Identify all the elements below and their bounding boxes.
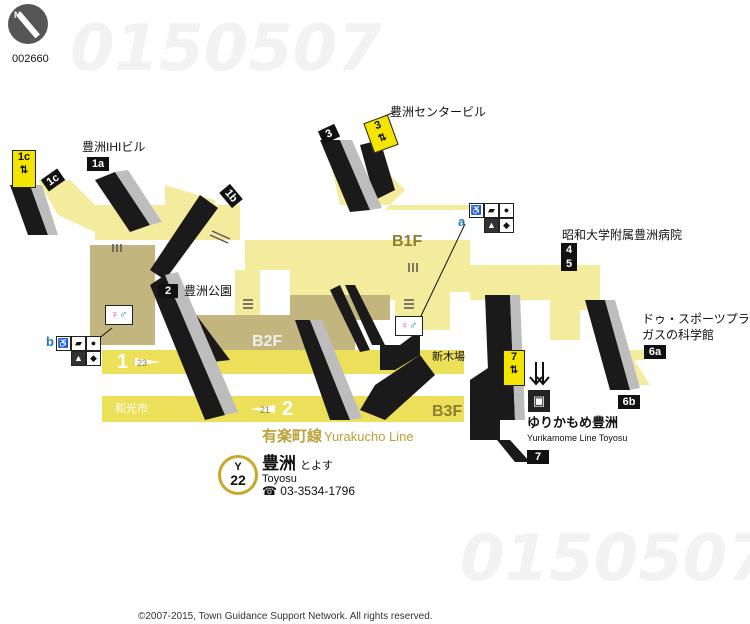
level-b2f: B2F bbox=[252, 333, 283, 350]
copyright: ©2007-2015, Town Guidance Support Networ… bbox=[138, 611, 433, 622]
track-1-number: 1 bbox=[117, 351, 129, 373]
person-icon: ● bbox=[86, 336, 101, 351]
elevator-icon: ⇅ bbox=[509, 365, 519, 376]
person-icon: ● bbox=[499, 203, 514, 218]
track-1-next: 23 bbox=[137, 358, 148, 368]
landmark-ihi: 豊洲IHIビル bbox=[82, 140, 146, 154]
exit-6a: 6a bbox=[644, 345, 666, 359]
station-letter: Y bbox=[234, 461, 242, 473]
restroom-icon: ♀♂ bbox=[105, 305, 133, 325]
station-name-en: Toyosu bbox=[262, 473, 297, 485]
level-b1f: B1F bbox=[392, 233, 423, 250]
landmark-park: 豊洲公園 bbox=[184, 284, 233, 298]
landmark-sports-1: ドゥ・スポーツプラザ bbox=[642, 312, 750, 326]
station-number-badge: Y 22 bbox=[218, 455, 258, 495]
watermark: 0150507 0150507 bbox=[70, 12, 750, 596]
exit-7: 7 bbox=[527, 450, 549, 464]
track-1-dest: 新木場 bbox=[432, 351, 465, 363]
landmark-sports-2: ガスの科学館 bbox=[642, 328, 715, 342]
transfer-name-en: Yurikamome Line Toyosu bbox=[527, 433, 628, 443]
station-phone: ☎ 03-3534-1796 bbox=[262, 484, 356, 498]
line-name-en: Yurakucho Line bbox=[324, 429, 414, 444]
level-b3f: B3F bbox=[432, 403, 463, 420]
svg-text:0150507: 0150507 bbox=[460, 522, 750, 596]
station-code: 002660 bbox=[12, 53, 49, 65]
exit-7-label: 7 bbox=[510, 351, 518, 363]
svg-text:0150507: 0150507 bbox=[70, 12, 382, 86]
facility-marker-a: a bbox=[458, 214, 466, 229]
stair-marks bbox=[112, 230, 418, 309]
exit-1c-elevator: 1c ⇅ bbox=[12, 150, 36, 188]
transfer-name-ja: ゆりかもめ豊洲 bbox=[527, 415, 619, 430]
station-name-ja: 豊洲 bbox=[262, 454, 296, 473]
car-icon: ▰ bbox=[71, 336, 86, 351]
station-number: 22 bbox=[230, 472, 246, 488]
wheelchair-icon: ♿ bbox=[56, 336, 71, 351]
facility-marker-b: b bbox=[46, 334, 54, 349]
compass: N bbox=[8, 4, 48, 44]
car-icon: ▰ bbox=[484, 203, 499, 218]
station-name-kana: とよす bbox=[300, 460, 333, 472]
landmark-center: 豊洲センタービル bbox=[390, 105, 487, 119]
facility-group-a: ♿ ▰ ● ▲ ◆ bbox=[469, 203, 515, 233]
stroller-icon: ▲ bbox=[484, 218, 499, 233]
transfer-arrows bbox=[529, 362, 550, 386]
facility-group-b: ♿ ▰ ● ▲ ◆ bbox=[56, 336, 102, 366]
exit-2: 2 bbox=[158, 284, 178, 298]
yurikamome-train-icon: ▣ bbox=[528, 390, 550, 412]
exit-6b: 6b bbox=[618, 395, 640, 409]
exit-4: 4 bbox=[561, 243, 577, 257]
exit-5: 5 bbox=[561, 257, 577, 271]
compass-label: N bbox=[14, 10, 21, 20]
exit-1a: 1a bbox=[87, 157, 109, 171]
track-2-number: 2 bbox=[282, 398, 294, 420]
stroller-icon: ▲ bbox=[71, 351, 86, 366]
exit-1c-label: 1c bbox=[17, 151, 31, 163]
track-2-dest: 和光市 bbox=[115, 403, 148, 415]
stair-ramps bbox=[10, 140, 630, 462]
wheelchair-icon: ♿ bbox=[469, 203, 484, 218]
line-name-ja: 有楽町線 bbox=[262, 428, 323, 445]
track-2-next: 21 bbox=[260, 405, 271, 415]
restroom-icon: ♀♂ bbox=[395, 316, 423, 336]
landmark-hospital: 昭和大学附属豊洲病院 bbox=[562, 228, 683, 242]
baby-icon: ◆ bbox=[499, 218, 514, 233]
stair-shadows bbox=[30, 140, 640, 420]
baby-icon: ◆ bbox=[86, 351, 101, 366]
exit-7-elevator: 7 ⇅ bbox=[503, 350, 525, 386]
elevator-icon: ⇅ bbox=[19, 165, 29, 176]
platform-arrows bbox=[135, 358, 275, 413]
